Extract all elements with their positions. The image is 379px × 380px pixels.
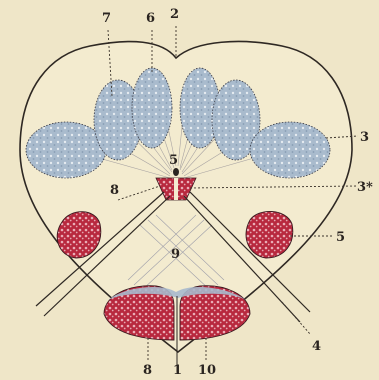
label-6: 6 — [146, 11, 155, 26]
label-5-right: 5 — [336, 230, 345, 245]
label-5-center: 5 — [169, 153, 178, 168]
label-4: 4 — [312, 339, 321, 354]
label-8-lower: 8 — [143, 363, 152, 378]
label-10: 10 — [198, 363, 216, 378]
midline-gap — [174, 178, 178, 200]
label-7: 7 — [102, 11, 111, 26]
label-3: 3 — [360, 130, 369, 145]
label-1: 1 — [173, 363, 182, 378]
label-3-star: 3* — [357, 180, 373, 195]
label-8-upper: 8 — [110, 183, 119, 198]
central-canal — [173, 168, 179, 176]
label-9: 9 — [171, 247, 180, 262]
label-2: 2 — [170, 7, 179, 22]
